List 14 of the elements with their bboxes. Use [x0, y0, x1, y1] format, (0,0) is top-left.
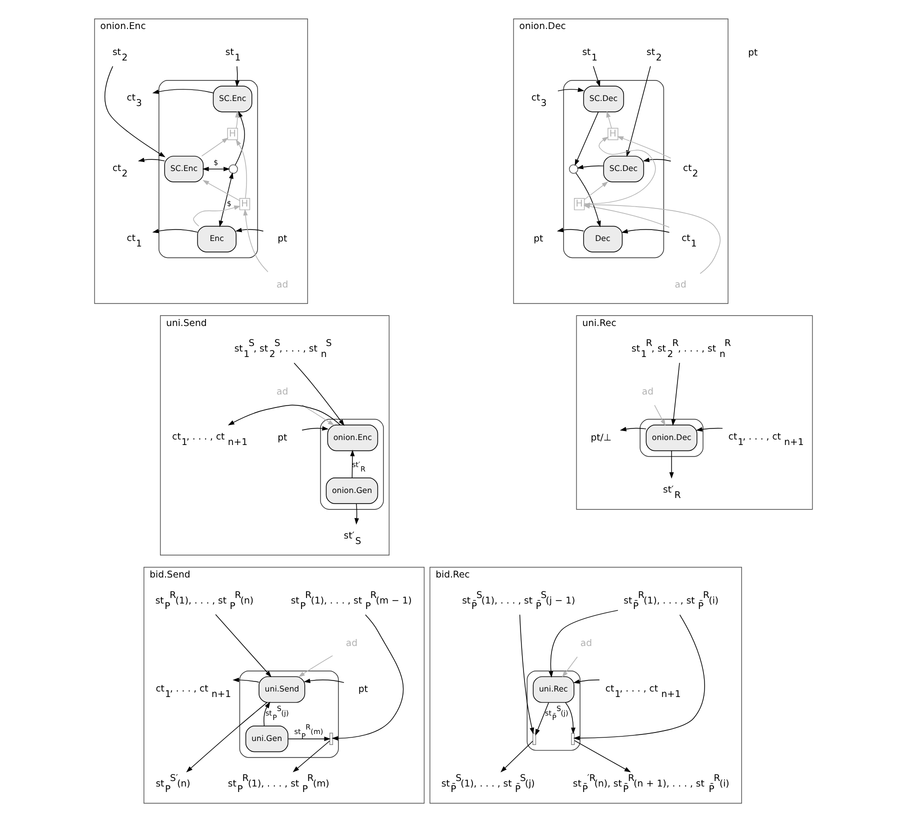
node-text: ad	[346, 638, 358, 650]
node-text: ad	[674, 279, 686, 290]
node-text: pt	[278, 234, 288, 245]
node-text: ad	[642, 386, 654, 398]
edge-label: $	[226, 198, 232, 208]
edge-label: $	[214, 158, 218, 167]
label: pt	[748, 48, 758, 59]
node-text: ad	[276, 279, 288, 290]
node-text: ad	[580, 638, 592, 650]
node-text: pt/⊥	[590, 432, 612, 444]
node-text: ad	[276, 386, 288, 398]
node-text: pt	[358, 684, 368, 695]
node-text: pt	[278, 432, 288, 444]
node-text: pt	[534, 234, 544, 245]
